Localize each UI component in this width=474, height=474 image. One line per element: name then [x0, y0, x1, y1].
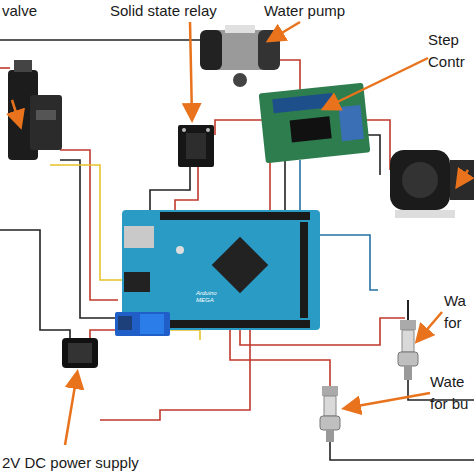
leader-arrow [190, 22, 192, 118]
wire [230, 330, 330, 390]
wire [100, 330, 250, 420]
wires [0, 40, 474, 460]
wire [320, 235, 378, 290]
wire [150, 165, 190, 210]
solid-state-relay [178, 125, 214, 167]
water-pump [200, 25, 280, 87]
wire [269, 160, 271, 212]
water-level-sensor [320, 386, 340, 442]
solenoid-valve [8, 60, 62, 160]
leader-arrow [418, 312, 442, 340]
wire [60, 150, 118, 300]
leader-arrows [12, 22, 468, 445]
wire [0, 67, 10, 69]
wire [170, 330, 200, 340]
callout-label: valve [2, 0, 62, 22]
power-switch [62, 338, 98, 368]
wire [175, 165, 198, 212]
wire [0, 39, 205, 41]
wire [50, 165, 122, 280]
callout-label: Wate for bu [430, 371, 474, 415]
relay-module [115, 312, 170, 336]
leader-arrow [346, 393, 430, 408]
leader-arrow [12, 100, 20, 125]
callout-label: Step Contr [428, 29, 474, 73]
callout-label: Solid state relay [110, 0, 250, 22]
wire [284, 160, 286, 212]
callout-label: Water pump [264, 0, 364, 22]
wire [60, 160, 118, 318]
peristaltic-pump [390, 150, 474, 218]
callout-label: 2V DC power supply [2, 452, 162, 474]
leader-arrow [325, 58, 428, 108]
wire [299, 160, 301, 210]
water-level-sensor [398, 300, 418, 380]
board-label: Arduino MEGA [196, 290, 236, 304]
leader-arrow [458, 170, 468, 185]
leader-arrow [270, 22, 300, 40]
leader-arrow [65, 374, 77, 445]
wire [0, 230, 70, 340]
wire [330, 440, 474, 460]
callout-label: Wa for [444, 290, 474, 334]
